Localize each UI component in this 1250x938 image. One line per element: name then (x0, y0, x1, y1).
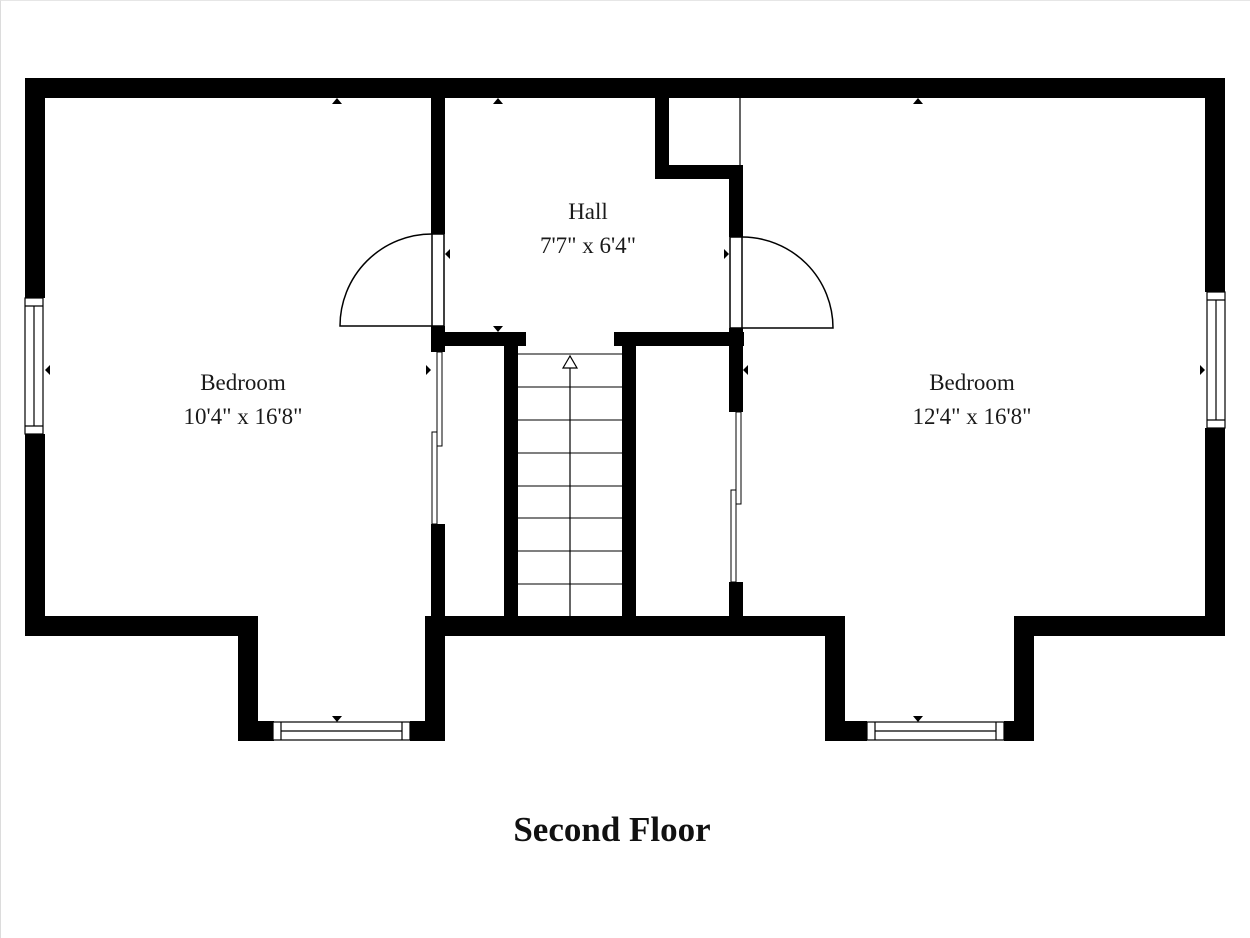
doors (339, 233, 834, 329)
stairs (518, 353, 622, 616)
room-dimensions: 10'4" x 16'8" (183, 404, 303, 429)
room-hall: Hall 7'7" x 6'4" (540, 195, 636, 263)
room-name: Hall (568, 199, 608, 224)
room-left-bedroom: Bedroom 10'4" x 16'8" (183, 366, 302, 434)
room-right-bedroom: Bedroom 12'4" x 16'8" (912, 366, 1031, 434)
room-dimensions: 12'4" x 16'8" (912, 404, 1032, 429)
east-window (1206, 291, 1226, 429)
exterior-walls (25, 78, 1225, 741)
south-bay-window-right (866, 721, 1005, 741)
right-closet-sliding-doors[interactable] (730, 411, 742, 583)
right-bedroom-door[interactable] (729, 236, 834, 329)
interior-walls (431, 98, 744, 616)
closet-doors (431, 351, 742, 583)
west-window (24, 297, 44, 435)
left-closet-sliding-doors[interactable] (431, 351, 443, 525)
windows (24, 291, 1226, 741)
dimension-markers (45, 98, 1205, 722)
south-bay-window-left (272, 721, 411, 741)
stair-up-arrow-icon (561, 354, 579, 369)
floor-title: Second Floor (513, 810, 711, 849)
room-name: Bedroom (929, 370, 1015, 395)
room-dimensions: 7'7" x 6'4" (539, 233, 637, 258)
room-name: Bedroom (200, 370, 286, 395)
left-bedroom-door[interactable] (339, 233, 445, 327)
